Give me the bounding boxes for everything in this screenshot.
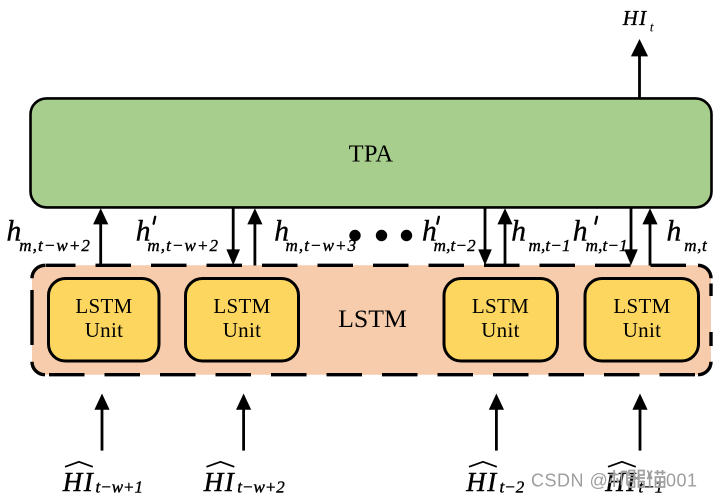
svg-text:LSTM: LSTM xyxy=(75,294,132,318)
svg-text:h: h xyxy=(511,216,526,248)
svg-text:t−w+1: t−w+1 xyxy=(96,478,144,497)
svg-text:HI: HI xyxy=(604,467,637,497)
svg-text:001: 001 xyxy=(666,471,698,491)
svg-text:m,t−1: m,t−1 xyxy=(586,236,628,255)
svg-text:m,t−w+2: m,t−w+2 xyxy=(147,236,219,255)
svg-text:CSDN @: CSDN @ xyxy=(531,471,608,491)
svg-text:m,t−1: m,t−1 xyxy=(529,236,571,255)
svg-text:HI: HI xyxy=(62,467,95,497)
svg-text:Unit: Unit xyxy=(223,318,262,342)
svg-text:h: h xyxy=(7,216,22,248)
svg-text:m,t−w+2: m,t−w+2 xyxy=(19,236,91,255)
svg-text:t: t xyxy=(650,21,655,36)
svg-text:h: h xyxy=(136,216,151,248)
svg-text:m,t: m,t xyxy=(684,236,708,255)
svg-text:h: h xyxy=(573,216,588,248)
svg-text:TPA: TPA xyxy=(349,140,394,167)
svg-text:LSTM: LSTM xyxy=(213,294,270,318)
svg-text:HI: HI xyxy=(622,6,648,30)
svg-text:LSTM: LSTM xyxy=(472,294,529,318)
svg-text:m,t−2: m,t−2 xyxy=(434,236,477,255)
svg-text:LSTM: LSTM xyxy=(613,294,670,318)
svg-text:Unit: Unit xyxy=(85,318,124,342)
svg-text:Unit: Unit xyxy=(481,318,520,342)
svg-text:m,t−w+3: m,t−w+3 xyxy=(286,236,358,255)
svg-text:h: h xyxy=(274,216,289,248)
svg-text:h: h xyxy=(422,216,437,248)
svg-text:t−w+2: t−w+2 xyxy=(237,478,285,497)
svg-text:Unit: Unit xyxy=(623,318,662,342)
svg-text:t−2: t−2 xyxy=(500,478,525,497)
svg-text:h: h xyxy=(667,216,682,248)
svg-text:HI: HI xyxy=(465,467,498,497)
svg-text:LSTM: LSTM xyxy=(338,304,407,333)
svg-text:HI: HI xyxy=(203,467,236,497)
